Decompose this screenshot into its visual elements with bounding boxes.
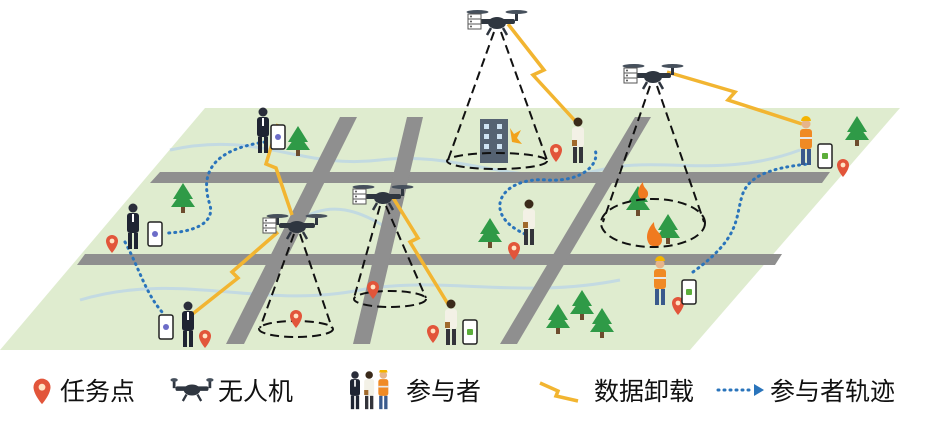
legend-drone: 无人机 xyxy=(170,370,293,410)
coverage-cones xyxy=(258,31,706,338)
fire xyxy=(638,182,662,247)
legend-data-offload: 数据卸载 xyxy=(536,370,694,410)
data-offload-icon xyxy=(539,381,579,403)
legend-data-offload-label: 数据卸载 xyxy=(594,377,695,406)
legend-participant: 参与者 xyxy=(342,370,481,410)
data-offload-links xyxy=(188,22,803,318)
task-pin-icon xyxy=(33,378,51,405)
legend-participant-trajectory: 参与者轨迹 xyxy=(716,370,895,410)
legend-participant-trajectory-label: 参与者轨迹 xyxy=(770,377,896,406)
legend-task-point: 任务点 xyxy=(30,370,135,410)
participant-trajectory-icon xyxy=(716,384,764,396)
legend-drone-label: 无人机 xyxy=(218,377,294,406)
participants-icon xyxy=(350,370,389,410)
building xyxy=(480,119,522,163)
drone-icon xyxy=(170,378,214,402)
crowdsensing-scene xyxy=(0,8,900,350)
participant-trajectories xyxy=(123,140,810,314)
legend: 任务点 无人机 参与者 数据卸载 参与者轨迹 xyxy=(0,364,952,420)
legend-task-point-label: 任务点 xyxy=(60,377,136,406)
legend-participant-label: 参与者 xyxy=(406,377,482,406)
